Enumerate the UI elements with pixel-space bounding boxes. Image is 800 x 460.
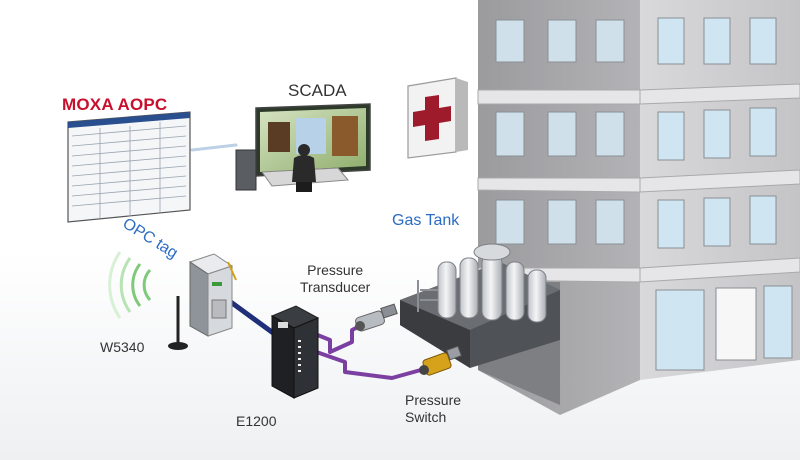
wireless-signal-icon [108,251,152,319]
pressure-switch-label-line2: Switch [405,408,447,425]
cable-e1200-switch [303,346,430,380]
pressure-transducer-device [355,303,398,332]
hospital-building [477,0,800,415]
moxa-aopc-label: MOXA AOPC [62,95,168,114]
gas-tank-label: Gas Tank [392,212,460,229]
antenna-icon [168,296,188,350]
scada-station [235,103,371,192]
gas-tank-assembly [400,243,560,368]
w5340-device [188,253,237,337]
side-windows [495,19,625,245]
pressure-transducer-label-line2: Transducer [300,278,371,295]
pressure-switch-device [419,345,462,376]
pressure-switch-label: Pressure Switch [405,392,461,426]
cable-e1200-transducer [303,323,364,354]
e1200-device [270,305,320,399]
ground-floor-entrance [655,285,793,371]
pressure-transducer-label: Pressure Transducer [300,262,370,296]
front-windows [657,17,777,249]
hospital-cross-icon [413,95,451,141]
e1200-label: E1200 [236,413,277,429]
gas-cylinders [417,243,547,323]
cable-w5340-e1200 [225,297,283,341]
cables [190,143,430,380]
w5340-label: W5340 [100,339,145,355]
pressure-transducer-label-line1: Pressure [307,262,364,278]
hospital-sign [407,77,468,159]
scada-label: SCADA [288,81,347,100]
moxa-aopc-window [67,111,191,223]
pressure-switch-label-line1: Pressure [405,392,462,408]
link-aopc-scada [190,143,238,152]
